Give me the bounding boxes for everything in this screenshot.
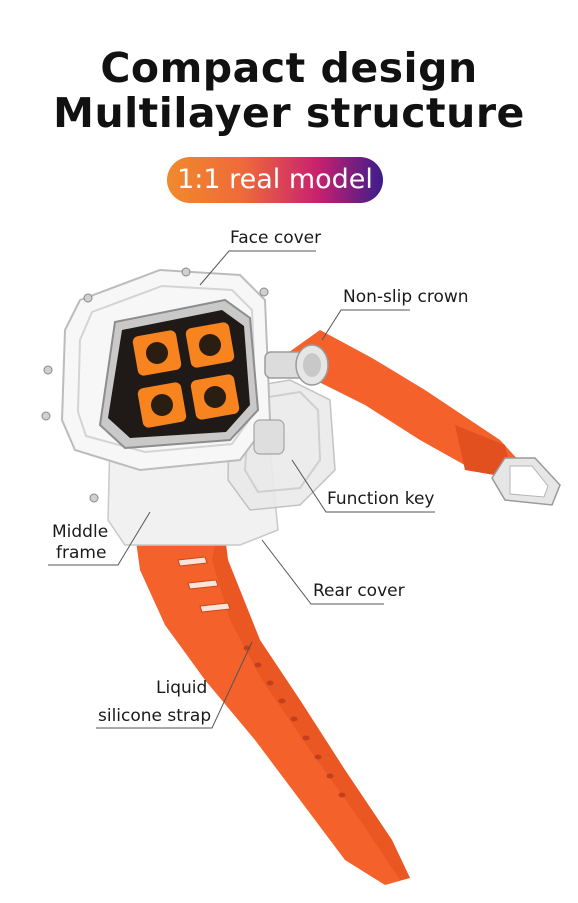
label-strap-line2: silicone strap [98,706,212,726]
label-middle-frame-line2: frame [56,543,107,563]
label-face-cover: Face cover [230,228,322,248]
heading-line-1: Compact design [100,44,478,92]
real-model-badge: 1:1 real model [167,157,383,203]
watch-screen [98,298,260,450]
strap-loops [177,556,231,613]
label-strap-line1: Liquid [156,678,208,698]
upper-strap-keeper [455,425,512,478]
strap-holes [243,645,346,798]
label-middle-frame-line1: Middle [52,522,109,542]
lower-strap-shade [212,512,410,880]
label-rear-cover: Rear cover [313,581,405,601]
crown [264,344,329,386]
heading-line-2: Multilayer structure [53,89,525,137]
screws [41,267,269,503]
label-non-slip-crown: Non-slip crown [343,287,469,307]
function-key [253,419,285,455]
leader-lines [48,250,435,729]
label-function-key: Function key [327,489,435,509]
